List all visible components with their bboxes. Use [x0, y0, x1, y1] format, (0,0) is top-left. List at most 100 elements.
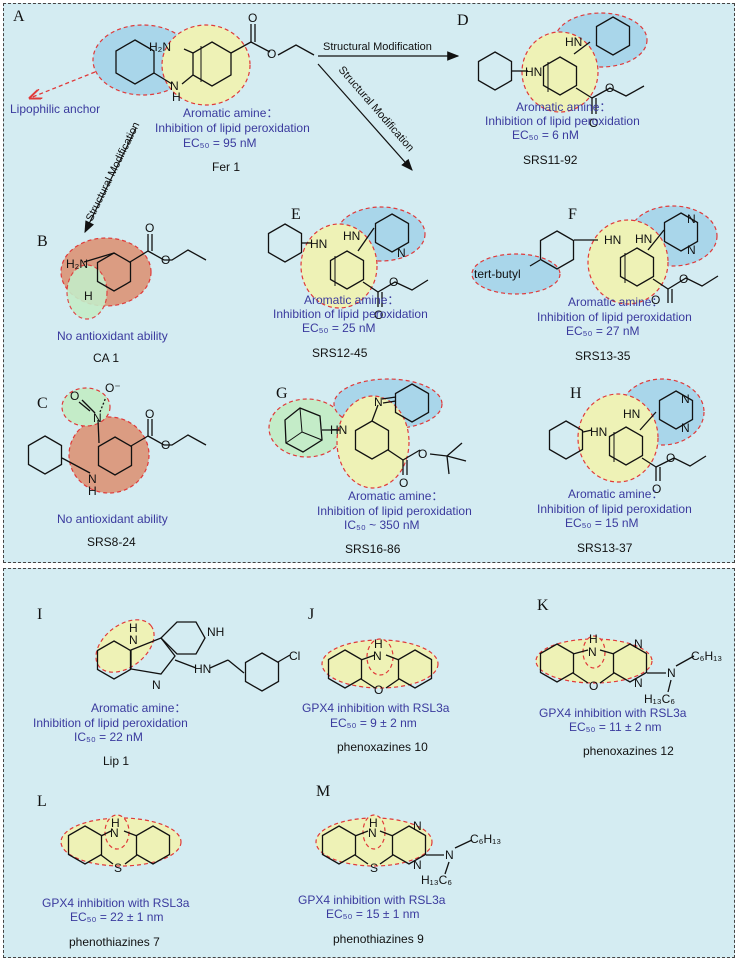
compound-g-desc: Inhibition of lipid peroxidation	[317, 504, 472, 518]
atom: HN	[565, 35, 582, 49]
compound-a-name: Fer 1	[212, 160, 240, 174]
compound-f-desc: Aromatic amine：	[568, 295, 663, 309]
label-b: B	[37, 233, 48, 250]
atom: N	[687, 212, 696, 226]
atom: H₁₃C₆	[421, 873, 452, 887]
label-a: A	[13, 8, 25, 25]
compound-c: C O O⁻ N O O N H No antioxidant ability …	[27, 381, 207, 549]
compound-i-desc: Inhibition of lipid peroxidation	[33, 716, 188, 730]
compound-d: D HN HN O O Aromatic amine： Inhibition o…	[457, 12, 648, 167]
atom: C₆H₁₃	[470, 832, 501, 846]
atom: O	[267, 47, 276, 61]
atom: N	[445, 848, 454, 862]
atom: N	[374, 395, 383, 409]
atom: N	[110, 826, 119, 840]
compound-k-name: phenoxazines 12	[583, 744, 674, 758]
compound-f: F tert-butyl HN HN N N O O Aromatic amin…	[471, 205, 719, 363]
compound-d-ec50: EC₅₀ = 6 nM	[512, 128, 579, 142]
atom: HN	[310, 237, 327, 251]
atom: O	[161, 253, 170, 267]
atom: O	[605, 81, 614, 95]
compound-i-ic50: IC₅₀ = 22 nM	[74, 730, 143, 744]
compound-l-ec50: EC₅₀ = 22 ± 1 nm	[70, 910, 163, 924]
compound-m: M H N S N N N C₆H₁₃ H₁₃C₆ GPX4 inhibitio…	[298, 783, 501, 946]
atom: C₆H₁₃	[691, 649, 722, 663]
atom: N	[88, 472, 97, 486]
compound-f-ec50: EC₅₀ = 27 nM	[566, 324, 640, 338]
atom: N	[588, 645, 597, 659]
atom: N	[681, 392, 690, 406]
atom: HN	[194, 662, 211, 676]
compound-h-desc: Aromatic amine：	[568, 487, 663, 501]
compound-e-ec50: EC₅₀ = 25 nM	[302, 321, 376, 335]
atom: N	[687, 243, 696, 257]
label-e: E	[291, 206, 301, 223]
atom: N	[93, 411, 102, 425]
compound-m-name: phenothiazines 9	[333, 932, 424, 946]
atom: HN	[590, 425, 607, 439]
arrow-label: Structural Modification	[323, 41, 432, 53]
atom: O	[389, 275, 398, 289]
atom: H	[374, 637, 383, 651]
compound-d-desc: Aromatic amine：	[516, 100, 611, 114]
atom: S	[114, 861, 122, 875]
compound-e-name: SRS12-45	[312, 346, 368, 360]
compound-d-desc: Inhibition of lipid peroxidation	[485, 114, 640, 128]
label-h: H	[570, 385, 582, 402]
compound-k-desc: GPX4 inhibition with RSL3a	[539, 706, 687, 720]
atom: N	[170, 79, 179, 93]
compound-h-desc: Inhibition of lipid peroxidation	[537, 502, 692, 516]
atom: N	[129, 633, 138, 647]
compound-f-desc: Inhibition of lipid peroxidation	[537, 310, 692, 324]
compound-d-name: SRS11-92	[523, 153, 578, 167]
atom: H	[88, 484, 97, 498]
label-m: M	[316, 783, 330, 800]
label-c: C	[37, 395, 48, 412]
label-j: J	[308, 606, 314, 623]
compound-l-desc: GPX4 inhibition with RSL3a	[42, 896, 190, 910]
atom: O	[589, 679, 598, 693]
compound-g-desc: Aromatic amine：	[348, 489, 443, 503]
atom: HN	[604, 233, 621, 247]
atom: Cl	[289, 649, 300, 663]
atom: NH	[207, 625, 224, 639]
compound-i-desc: Aromatic amine：	[91, 701, 186, 715]
compound-k-ec50: EC₅₀ = 11 ± 2 nm	[569, 720, 662, 734]
compound-h: H HN HN N N O O Aromatic amine： Inhibiti…	[537, 378, 707, 555]
arrow-label: Structural Modification	[84, 120, 142, 223]
atom: N	[681, 421, 690, 435]
atom: O	[589, 116, 598, 130]
compound-k: K H N O N N N C₆H₁₃ H₁₃C₆ GPX4 inhibitio…	[535, 597, 722, 758]
atom: N	[413, 858, 422, 872]
compound-l: L H N S GPX4 inhibition with RSL3a EC₅₀ …	[37, 793, 190, 949]
atom: H	[172, 90, 181, 104]
atom: O	[418, 447, 427, 461]
atom: O	[70, 389, 79, 403]
compound-b-desc: No antioxidant ability	[57, 329, 168, 343]
atom: S	[370, 861, 378, 875]
compound-a: A O O H₂N N H Lipophilic anchor Aromatic…	[10, 8, 315, 174]
compound-b: B H₂N H O O No antioxidant ability CA 1	[37, 221, 207, 365]
label-i: I	[37, 606, 42, 623]
label-k: K	[537, 597, 549, 614]
atom: O	[374, 683, 383, 697]
atom: H₂N	[149, 40, 171, 54]
compound-f-name: SRS13-35	[575, 349, 631, 363]
atom: O	[679, 272, 688, 286]
compound-b-name: CA 1	[93, 351, 119, 365]
compound-i: I N H N HN NH Cl Aromatic amine： Inhibit…	[33, 606, 300, 768]
label-g: G	[276, 385, 288, 402]
atom: N	[397, 246, 406, 260]
compound-j-name: phenoxazines 10	[337, 740, 428, 754]
atom: HN	[623, 407, 640, 421]
compound-g: G HN N O O Aromatic amine： Inhibition of…	[268, 378, 472, 556]
compound-l-name: phenothiazines 7	[69, 935, 160, 949]
atom: N	[634, 637, 643, 651]
compound-j-ec50: EC₅₀ = 9 ± 2 nm	[330, 716, 417, 730]
compound-g-ic50: IC₅₀ ~ 350 nM	[344, 518, 420, 532]
compound-a-desc: Aromatic amine：	[183, 106, 278, 120]
compound-e-desc: Inhibition of lipid peroxidation	[273, 307, 428, 321]
lipophilic-anchor-label: Lipophilic anchor	[10, 102, 100, 116]
